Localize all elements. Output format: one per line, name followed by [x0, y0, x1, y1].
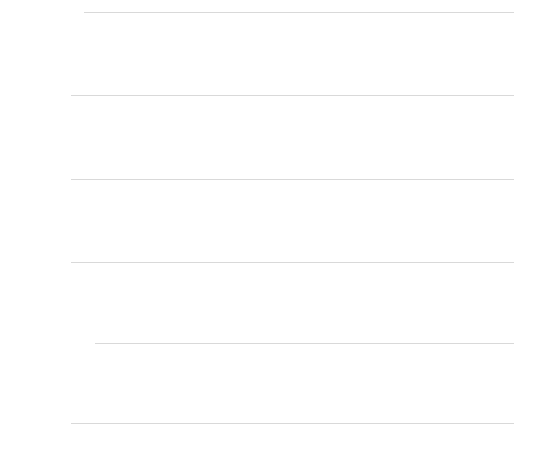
list-divider [71, 95, 514, 96]
list-divider [95, 343, 514, 344]
list-item [0, 344, 548, 423]
list-divider [71, 423, 514, 424]
list-divider [84, 12, 514, 13]
list-item [0, 96, 548, 179]
list-item [0, 180, 548, 262]
list-item [0, 13, 548, 95]
list-divider [71, 179, 514, 180]
list-item [0, 263, 548, 343]
list-divider [71, 262, 514, 263]
